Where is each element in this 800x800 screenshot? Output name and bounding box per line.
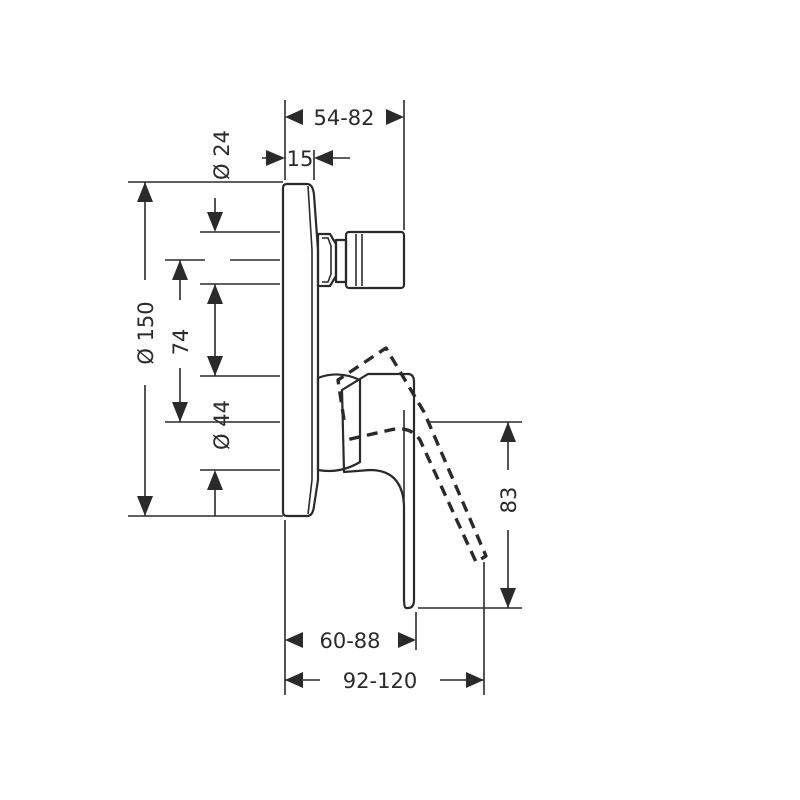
dim-54-82-label: 54-82	[313, 106, 374, 130]
dim-diameter-24-label: Ø 24	[210, 130, 234, 180]
dim-74-label: 74	[169, 329, 193, 356]
dim-60-88: 60-88	[285, 629, 416, 653]
dim-83-label: 83	[497, 487, 521, 514]
dim-diameter-150: Ø 150	[134, 182, 158, 516]
dim-54-82: 54-82	[285, 106, 404, 130]
dim-mid-arrows	[207, 284, 223, 376]
dim-92-120: 92-120	[285, 669, 484, 693]
mixer-lever	[316, 372, 416, 610]
cover-plate	[281, 182, 320, 518]
lever-alternate-position	[336, 346, 488, 564]
extension-lines	[128, 100, 522, 695]
dim-diameter-44: Ø 44	[207, 400, 234, 516]
dim-15-label: 15	[287, 147, 314, 171]
dim-74: 74	[169, 260, 193, 422]
outlet-connector	[316, 230, 406, 290]
dim-15: 15	[262, 147, 350, 171]
dim-60-88-label: 60-88	[319, 629, 380, 653]
dim-diameter-44-label: Ø 44	[210, 400, 234, 450]
dim-diameter-24: Ø 24	[207, 130, 234, 232]
dim-92-120-label: 92-120	[343, 669, 417, 693]
dim-83: 83	[497, 422, 521, 608]
dim-diameter-150-label: Ø 150	[134, 301, 158, 364]
